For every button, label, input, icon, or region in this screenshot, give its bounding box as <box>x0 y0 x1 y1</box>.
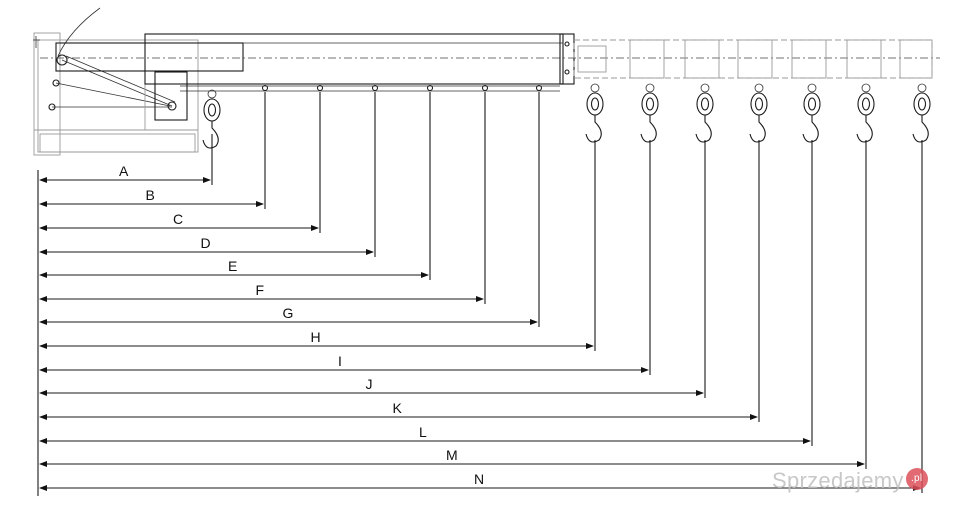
dimension-b: B <box>39 92 266 209</box>
dimension-label: D <box>201 235 211 251</box>
hook-icon <box>640 83 659 143</box>
dimension-label: J <box>366 376 373 392</box>
boom-pin <box>481 84 489 92</box>
dimension-i: I <box>39 140 651 375</box>
boom-pin <box>426 84 434 92</box>
boom-pin <box>535 84 543 92</box>
dimension-l: L <box>39 140 813 446</box>
dimension-label: F <box>256 282 265 298</box>
dimension-label: N <box>474 471 484 487</box>
dimension-j: J <box>39 140 706 398</box>
dimension-c: C <box>39 92 321 233</box>
hooks-group <box>202 83 931 149</box>
hook-icon <box>749 83 768 143</box>
boom-pin <box>261 84 269 92</box>
dimension-label: A <box>119 163 129 179</box>
hook-icon <box>585 83 604 143</box>
boom <box>40 33 940 121</box>
dimension-h: H <box>39 140 596 351</box>
dimension-lines: A B C D E F G H I J KL MN <box>37 92 923 496</box>
dimension-g: G <box>39 92 540 327</box>
watermark-text: Sprzedajemy <box>772 468 904 493</box>
dimension-label: B <box>146 187 155 203</box>
boom-pin <box>371 84 379 92</box>
watermark: Sprzedajemy.pl <box>772 468 928 494</box>
dimension-e: E <box>39 92 431 280</box>
dimension-n: N <box>39 140 923 493</box>
dimension-label: H <box>311 329 321 345</box>
dimension-label: C <box>173 211 183 227</box>
dimension-d: D <box>39 92 376 257</box>
dimension-f: F <box>39 92 486 304</box>
dimension-m: M <box>39 140 867 469</box>
watermark-badge: .pl <box>905 468 928 490</box>
dimension-label: I <box>338 353 342 369</box>
dimension-k: K <box>39 140 760 422</box>
hook-icon <box>202 89 221 149</box>
hook-icon <box>912 83 931 143</box>
dimension-label: L <box>419 424 427 440</box>
hook-icon <box>802 83 821 143</box>
dimension-label: E <box>228 258 237 274</box>
boom-pin <box>316 84 324 92</box>
dimension-a: A <box>39 134 213 185</box>
hook-icon <box>695 83 714 143</box>
boom-extension <box>573 39 933 79</box>
hook-icon <box>856 83 875 143</box>
wall-bracket <box>33 7 199 156</box>
dimension-label: G <box>283 305 294 321</box>
dimension-label: K <box>393 400 403 416</box>
dimension-label: M <box>446 447 458 463</box>
